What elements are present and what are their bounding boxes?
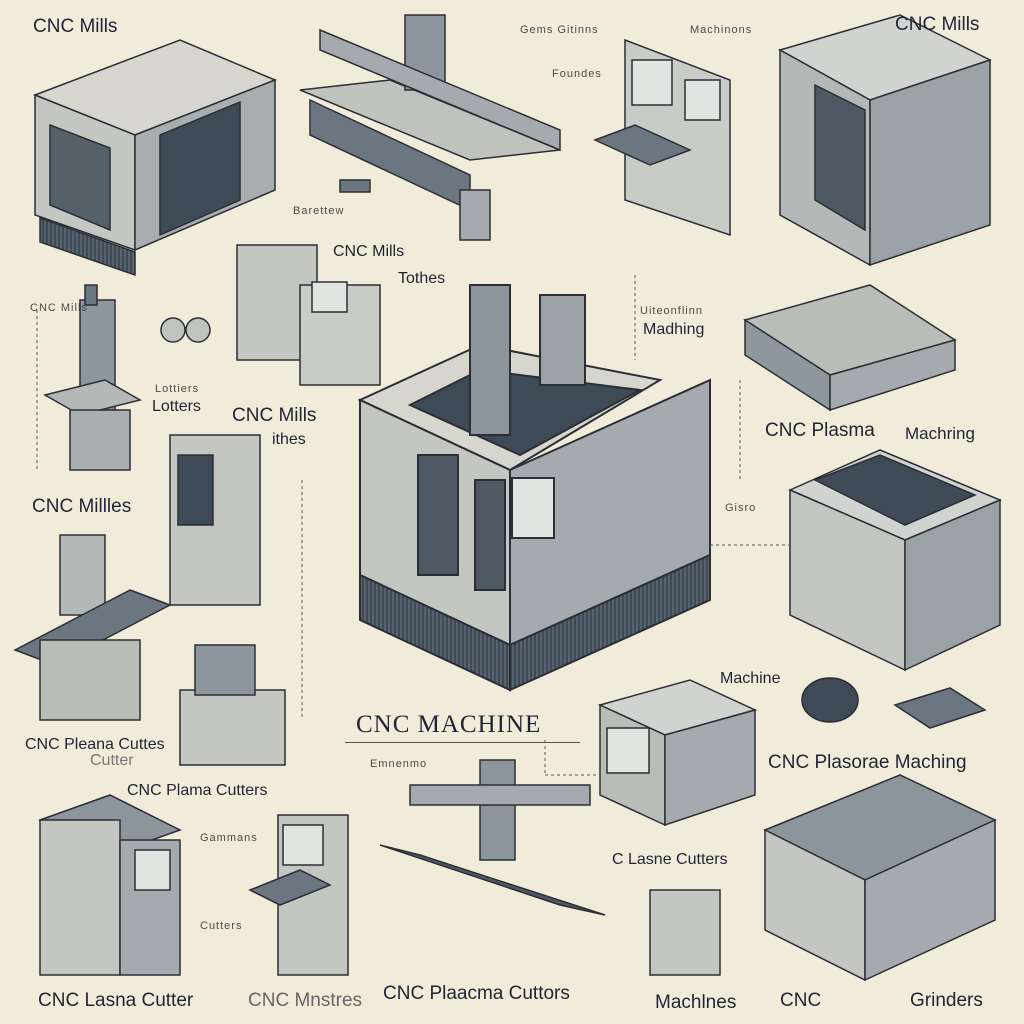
- label-small: Lottiers: [155, 383, 200, 395]
- label-cnc-mills: CNC Mills: [895, 14, 980, 35]
- label-cnc-plasma: CNC Plasma: [765, 420, 875, 441]
- label-lathes: Tothes: [398, 270, 446, 287]
- cnc-router-gantry: [299, 14, 561, 241]
- label-cnc-mills: CNC Millles: [32, 496, 132, 517]
- label-small: Cutters: [200, 920, 243, 932]
- label-cnc-mills: CNC Mills: [33, 16, 118, 37]
- bottom-machines: [38, 677, 997, 982]
- tower-units: [169, 244, 381, 606]
- vertical-mill: [43, 284, 211, 471]
- label-cnc-plasma-cutters: CNC Plaacma Cuttors: [383, 983, 570, 1004]
- label-machines: Machlnes: [655, 992, 737, 1013]
- control-console: [593, 38, 731, 237]
- label-cutters: Lotters: [152, 398, 201, 415]
- label-cnc-machines: CNC Mnstres: [248, 990, 363, 1011]
- label-cnc-laser-cutter: CNC Lasna Cutter: [38, 990, 194, 1011]
- label-laser-cutters: C Lasne Cutters: [612, 851, 728, 868]
- label-cutter: Cutter: [90, 752, 134, 769]
- label-cnc: CNC: [780, 990, 822, 1011]
- label-small: Barettew: [293, 205, 345, 217]
- label-cnc-mills: CNC Mills: [333, 243, 405, 260]
- label-cnc-plasma-cutters: CNC Plama Cutters: [127, 782, 268, 799]
- label-cnc-mills: CNC Mills: [232, 405, 317, 426]
- title-underline: [345, 742, 580, 743]
- label-small: Uiteonflinn: [640, 305, 703, 317]
- label-small: Machinons: [690, 24, 753, 36]
- label-small: Gisro: [725, 502, 757, 514]
- plasma-cutter-table: [13, 534, 286, 766]
- label-machining: Madhing: [643, 321, 705, 338]
- enclosed-machine-right: [788, 449, 1002, 672]
- leader-lines: [36, 275, 790, 776]
- label-small: Gems Gitinns: [520, 24, 599, 36]
- label-small: Foundes: [552, 68, 602, 80]
- label-machine: Machine: [720, 670, 781, 687]
- cnc-mill-cabinet: [778, 14, 992, 267]
- label-lathes: ithes: [272, 431, 306, 448]
- label-small: Emnenmo: [370, 758, 428, 770]
- label-grinders: Grinders: [910, 990, 983, 1011]
- label-small: CNC Mills: [30, 302, 88, 314]
- plasma-table: [743, 284, 957, 412]
- central-cnc-machine: [357, 284, 711, 692]
- label-small: Gammans: [200, 832, 258, 844]
- label-cnc-plasma: CNC Plasorae Maching: [768, 752, 967, 773]
- main-title: CNC MACHINE: [356, 711, 542, 738]
- label-machining: Machring: [905, 424, 975, 443]
- cnc-mill-enclosure: [32, 39, 277, 277]
- label-cnc-plasma: CNC Pleana Cuttes: [25, 736, 165, 753]
